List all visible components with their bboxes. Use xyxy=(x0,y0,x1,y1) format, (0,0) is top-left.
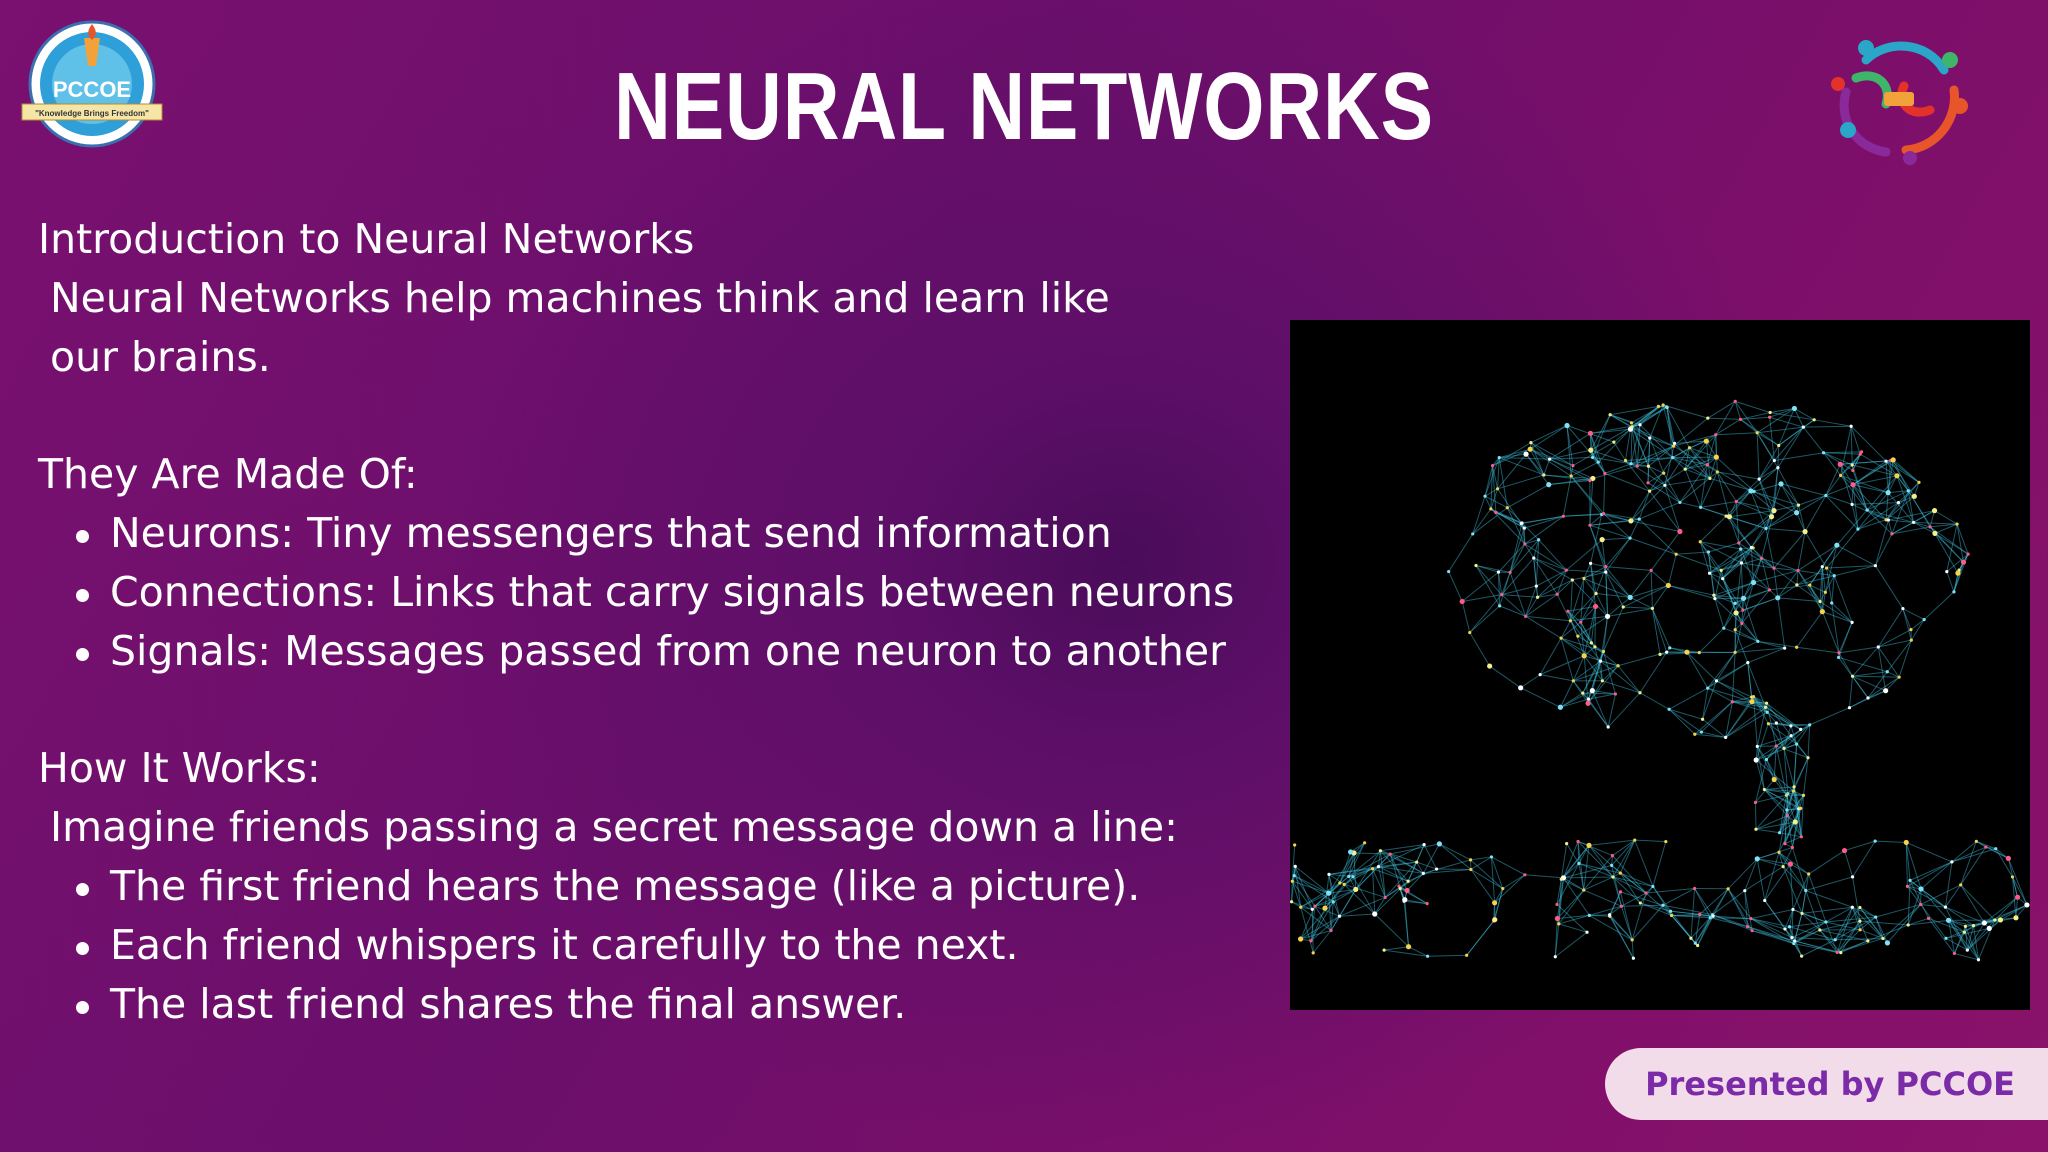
pccoe-logo-text: PCCOE xyxy=(53,77,131,102)
slide-title: NEURAL NETWORKS xyxy=(614,53,1434,160)
works-heading: How It Works: xyxy=(38,744,321,792)
people-circle-logo-icon xyxy=(1826,30,1972,166)
intro-line: our brains. xyxy=(50,333,271,381)
list-item: Each friend whispers it carefully to the… xyxy=(76,916,1268,975)
list-item: Signals: Messages passed from one neuron… xyxy=(76,622,1268,681)
list-item: Neurons: Tiny messengers that send infor… xyxy=(76,504,1268,563)
presented-by-badge: Presented by PCCOE xyxy=(1605,1048,2048,1120)
pccoe-seal-icon: PCCOE "Knowledge Brings Freedom" xyxy=(14,18,170,158)
list-item: Connections: Links that carry signals be… xyxy=(76,563,1268,622)
intro-line: Neural Networks help machines think and … xyxy=(50,274,1110,322)
neural-brain-image xyxy=(1290,320,2030,1010)
intro-heading: Introduction to Neural Networks xyxy=(38,215,695,263)
presented-by-text: Presented by PCCOE xyxy=(1645,1065,2015,1103)
list-item: The last friend shares the final answer. xyxy=(76,975,1268,1034)
list-item: The first friend hears the message (like… xyxy=(76,857,1268,916)
made-of-heading: They Are Made Of: xyxy=(38,450,418,498)
pccoe-motto-text: "Knowledge Brings Freedom" xyxy=(35,109,149,118)
made-of-list: Neurons: Tiny messengers that send infor… xyxy=(38,504,1268,681)
works-intro: Imagine friends passing a secret message… xyxy=(50,803,1178,851)
slide-body: Introduction to Neural Networks Neural N… xyxy=(38,210,1268,1034)
works-list: The first friend hears the message (like… xyxy=(38,857,1268,1034)
